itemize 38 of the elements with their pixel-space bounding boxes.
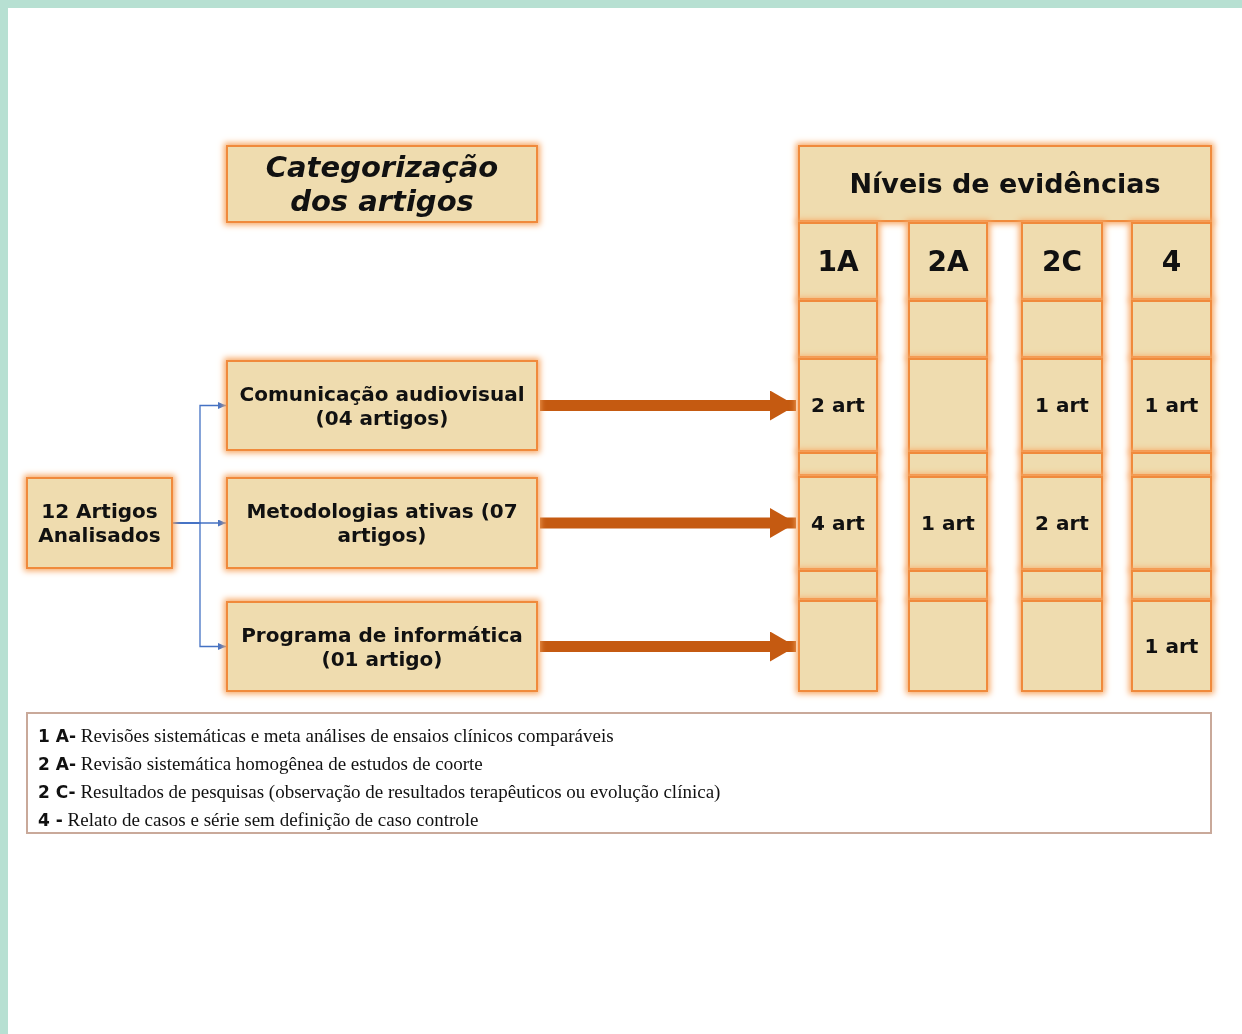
empty-cell — [1021, 452, 1103, 476]
empty-cell — [798, 570, 878, 600]
legend-text: 2 C- Resultados de pesquisas (observação de resultados terapêuticos ou evolução clínica) — [38, 780, 722, 804]
arrow — [172, 522, 227, 650]
table-cell: 4 art — [798, 476, 878, 570]
category-box: Programa de informática (01 artigo) — [226, 601, 538, 692]
legend-text: 4 - Relato de casos e série sem definição de caso controle — [38, 808, 480, 832]
legend-text: 2 A- Revisão sistemática homogênea de estudos de coorte — [38, 752, 484, 776]
table-cell: 1 art — [1131, 358, 1212, 452]
legend-box — [26, 712, 1212, 834]
table-cell: 2A — [908, 222, 988, 300]
empty-cell — [1021, 300, 1103, 358]
arrow — [540, 631, 796, 662]
table-cell: 2C — [1021, 222, 1103, 300]
category-box: Comunicação audiovisual (04 artigos) — [226, 360, 538, 451]
category-box: 12 Artigos Analisados — [26, 477, 173, 569]
category-box: Metodologias ativas (07 artigos) — [226, 477, 538, 569]
empty-cell — [908, 570, 988, 600]
heading-box: Níveis de evidências — [798, 145, 1212, 222]
table-cell: 2 art — [798, 358, 878, 452]
heading-box: Categorização dos artigos — [226, 145, 538, 223]
empty-cell — [1131, 300, 1212, 358]
table-cell: 1A — [798, 222, 878, 300]
table-cell: 1 art — [1131, 600, 1212, 692]
empty-cell — [1131, 570, 1212, 600]
table-cell: 4 — [1131, 222, 1212, 300]
empty-cell — [1021, 570, 1103, 600]
empty-cell — [908, 300, 988, 358]
table-cell: 1 art — [1021, 358, 1103, 452]
arrow — [540, 508, 796, 538]
arrow — [540, 390, 796, 421]
empty-cell — [798, 300, 878, 358]
empty-cell — [798, 452, 878, 476]
empty-cell — [908, 452, 988, 476]
legend-text: 1 A- Revisões sistemáticas e meta análises de ensaios clínicos comparáveis — [38, 724, 615, 748]
empty-cell — [1131, 452, 1212, 476]
table-cell: 2 art — [1021, 476, 1103, 570]
table-cell: 1 art — [908, 476, 988, 570]
